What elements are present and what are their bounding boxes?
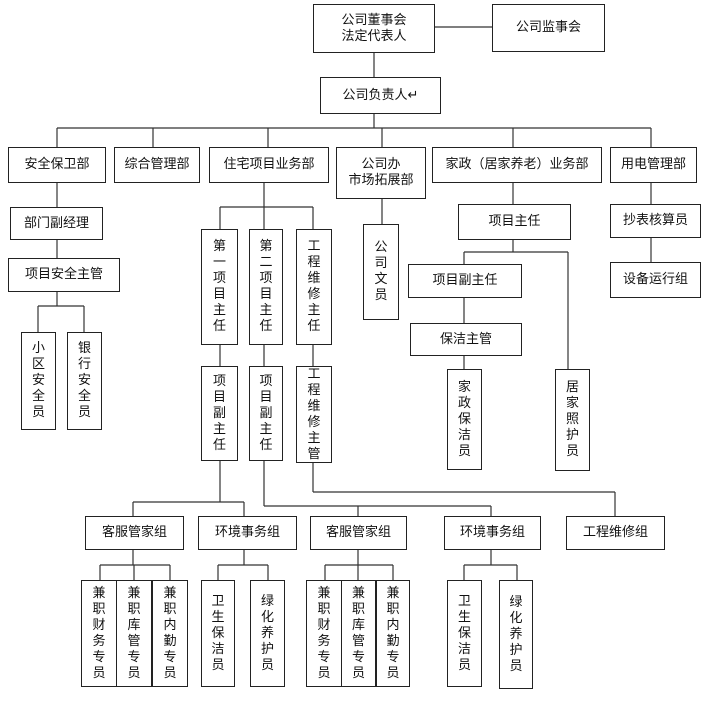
box-label: 兼职内勤专员 [386,585,400,681]
box-label: 公司负责人↵ [342,87,419,103]
environment-group-1-box: 环境事务组 [198,516,297,550]
box-label: 银行安全员 [77,341,91,420]
box-label: 工程维修主任 [307,239,321,334]
e1-cleaner-box: 卫生保洁员 [201,580,235,687]
project-director-2-box: 第二项目主任 [249,229,283,345]
box-label: 公司办 市场拓展部 [348,157,414,188]
office-market-dept-box: 公司办 市场拓展部 [336,147,426,199]
box-label: 家政（居家养老）业务部 [445,157,589,172]
box-label: 公司董事会 法定代表人 [341,12,407,44]
deputy-project-director-2-box: 项目副主任 [249,366,283,461]
deputy-manager-box: 部门副经理 [10,207,103,240]
box-label: 综合管理部 [124,157,190,172]
environment-group-2-box: 环境事务组 [444,516,541,550]
box-label: 卫生保洁员 [211,593,225,673]
box-label: 客服管家组 [101,525,167,540]
box-label: 公司文员 [374,240,388,303]
g2-finance-box: 兼职财务专员 [306,580,342,687]
project-director-1-box: 第一项目主任 [201,229,238,345]
box-label: 卫生保洁员 [457,593,471,673]
e1-gardener-box: 绿化养护员 [250,580,285,687]
box-label: 兼职库管专员 [351,585,365,681]
board-legal-rep-box: 公司董事会 法定代表人 [313,4,435,53]
box-label: 项目副主任 [432,273,498,288]
company-clerk-box: 公司文员 [363,224,399,320]
box-label: 小区安全员 [31,341,45,420]
box-label: 工程维修组 [582,525,648,540]
customer-service-group-1-box: 客服管家组 [85,516,184,550]
g2-warehouse-box: 兼职库管专员 [341,580,376,687]
box-label: 保洁主管 [439,331,492,347]
equipment-team-box: 设备运行组 [610,262,701,298]
g1-warehouse-box: 兼职库管专员 [116,580,152,687]
company-manager-box: 公司负责人↵ [320,77,441,114]
box-label: 兼职财务专员 [317,585,331,681]
housekeeping-cleaner-box: 家政保洁员 [447,369,482,470]
power-dept-box: 用电管理部 [610,147,697,183]
bank-guard-box: 银行安全员 [67,332,102,430]
box-label: 安全保卫部 [24,157,90,172]
security-dept-box: 安全保卫部 [8,147,106,183]
box-label: 兼职内勤专员 [163,585,177,681]
home-carer-box: 居家照护员 [555,369,590,471]
e2-cleaner-box: 卫生保洁员 [447,580,482,687]
g2-internal-box: 兼职内勤专员 [376,580,410,687]
maintenance-supervisor-box: 工程维修主管 [296,366,332,463]
box-label: 客服管家组 [325,525,391,540]
box-label: 项目主任 [488,214,541,229]
housekeeping-dept-box: 家政（居家养老）业务部 [432,147,602,183]
box-label: 住宅项目业务部 [223,157,315,172]
box-label: 部门副经理 [23,215,89,231]
box-label: 兼职库管专员 [127,585,141,681]
general-management-box: 综合管理部 [114,147,200,183]
box-label: 第一项目主任 [212,239,226,334]
box-label: 绿化养护员 [260,593,274,673]
maintenance-group-box: 工程维修组 [566,516,665,550]
hk-deputy-director-box: 项目副主任 [408,264,522,298]
box-label: 设备运行组 [622,272,688,287]
box-label: 兼职财务专员 [92,585,106,681]
box-label: 工程维修主管 [307,366,321,462]
hk-project-director-box: 项目主任 [458,204,571,240]
box-label: 用电管理部 [620,157,686,172]
deputy-project-director-1-box: 项目副主任 [201,366,238,461]
customer-service-group-2-box: 客服管家组 [310,516,407,550]
box-label: 绿化养护员 [509,594,523,674]
maintenance-director-box: 工程维修主任 [296,229,332,345]
supervisory-board-box: 公司监事会 [492,4,605,52]
box-label: 项目副主任 [259,373,273,453]
residential-dept-box: 住宅项目业务部 [209,147,329,183]
box-label: 第二项目主任 [259,239,273,334]
box-label: 抄表核算员 [622,213,688,228]
meter-accountant-box: 抄表核算员 [610,204,701,238]
project-security-head-box: 项目安全主管 [8,258,120,292]
community-guard-box: 小区安全员 [21,332,56,430]
e2-gardener-box: 绿化养护员 [499,580,533,689]
box-label: 项目安全主管 [24,267,103,282]
box-label: 家政保洁员 [457,379,471,459]
cleaning-supervisor-box: 保洁主管 [410,323,522,356]
box-label: 环境事务组 [459,525,525,540]
g1-internal-box: 兼职内勤专员 [152,580,188,687]
box-label: 公司监事会 [515,20,581,35]
box-label: 环境事务组 [214,525,280,540]
box-label: 项目副主任 [212,373,226,453]
box-label: 居家照护员 [565,380,579,459]
g1-finance-box: 兼职财务专员 [81,580,117,687]
